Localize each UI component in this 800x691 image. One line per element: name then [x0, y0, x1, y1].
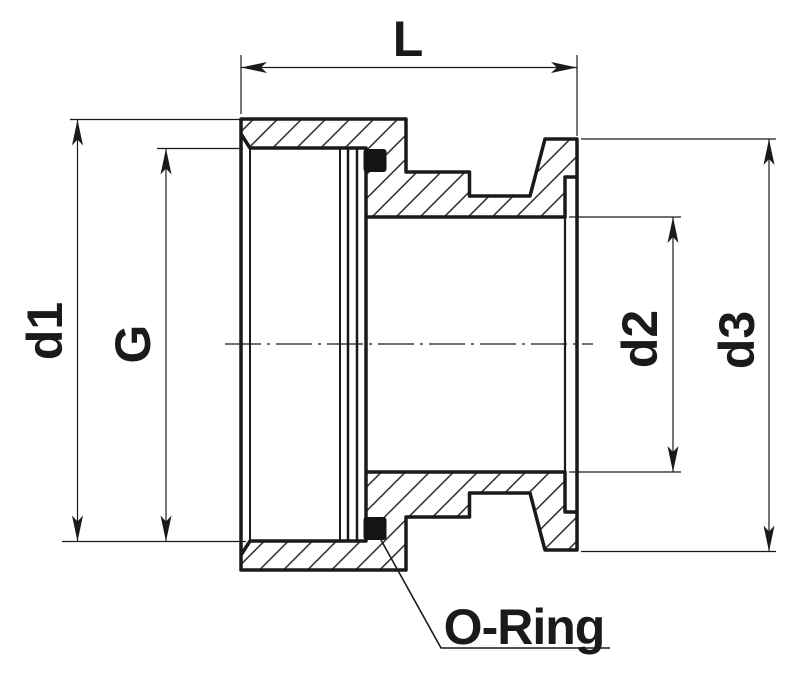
- dimension-label-d1: d1: [17, 302, 73, 360]
- arrowhead-down: [160, 515, 172, 542]
- arrowhead-left: [241, 62, 267, 73]
- arrowhead-right: [551, 62, 577, 73]
- dimension-label-d2: d2: [612, 310, 668, 368]
- o-ring-section-top: [363, 149, 387, 172]
- arrowhead-up: [667, 217, 679, 243]
- dimension-d2: [569, 216, 681, 473]
- arrowhead-down: [763, 525, 775, 552]
- part-body: [239, 117, 579, 572]
- dimension-L: [240, 55, 578, 136]
- dimension-d1: [62, 118, 246, 543]
- dimension-G: [157, 147, 243, 542]
- arrowhead-up: [72, 119, 83, 146]
- oring-label: O-Ring: [444, 599, 605, 655]
- dimension-label-d3: d3: [709, 311, 765, 369]
- dimension-label-G: G: [105, 325, 161, 364]
- arrowhead-up: [160, 148, 172, 175]
- o-ring-section-bottom: [363, 517, 387, 540]
- dimension-d3: [581, 138, 776, 553]
- arrowhead-down: [72, 515, 83, 542]
- arrowhead-up: [763, 139, 775, 165]
- leader-line: [380, 539, 610, 649]
- oring-callout: O-Ring: [380, 539, 610, 655]
- arrowhead-down: [667, 446, 679, 472]
- dimension-label-L: L: [393, 11, 424, 67]
